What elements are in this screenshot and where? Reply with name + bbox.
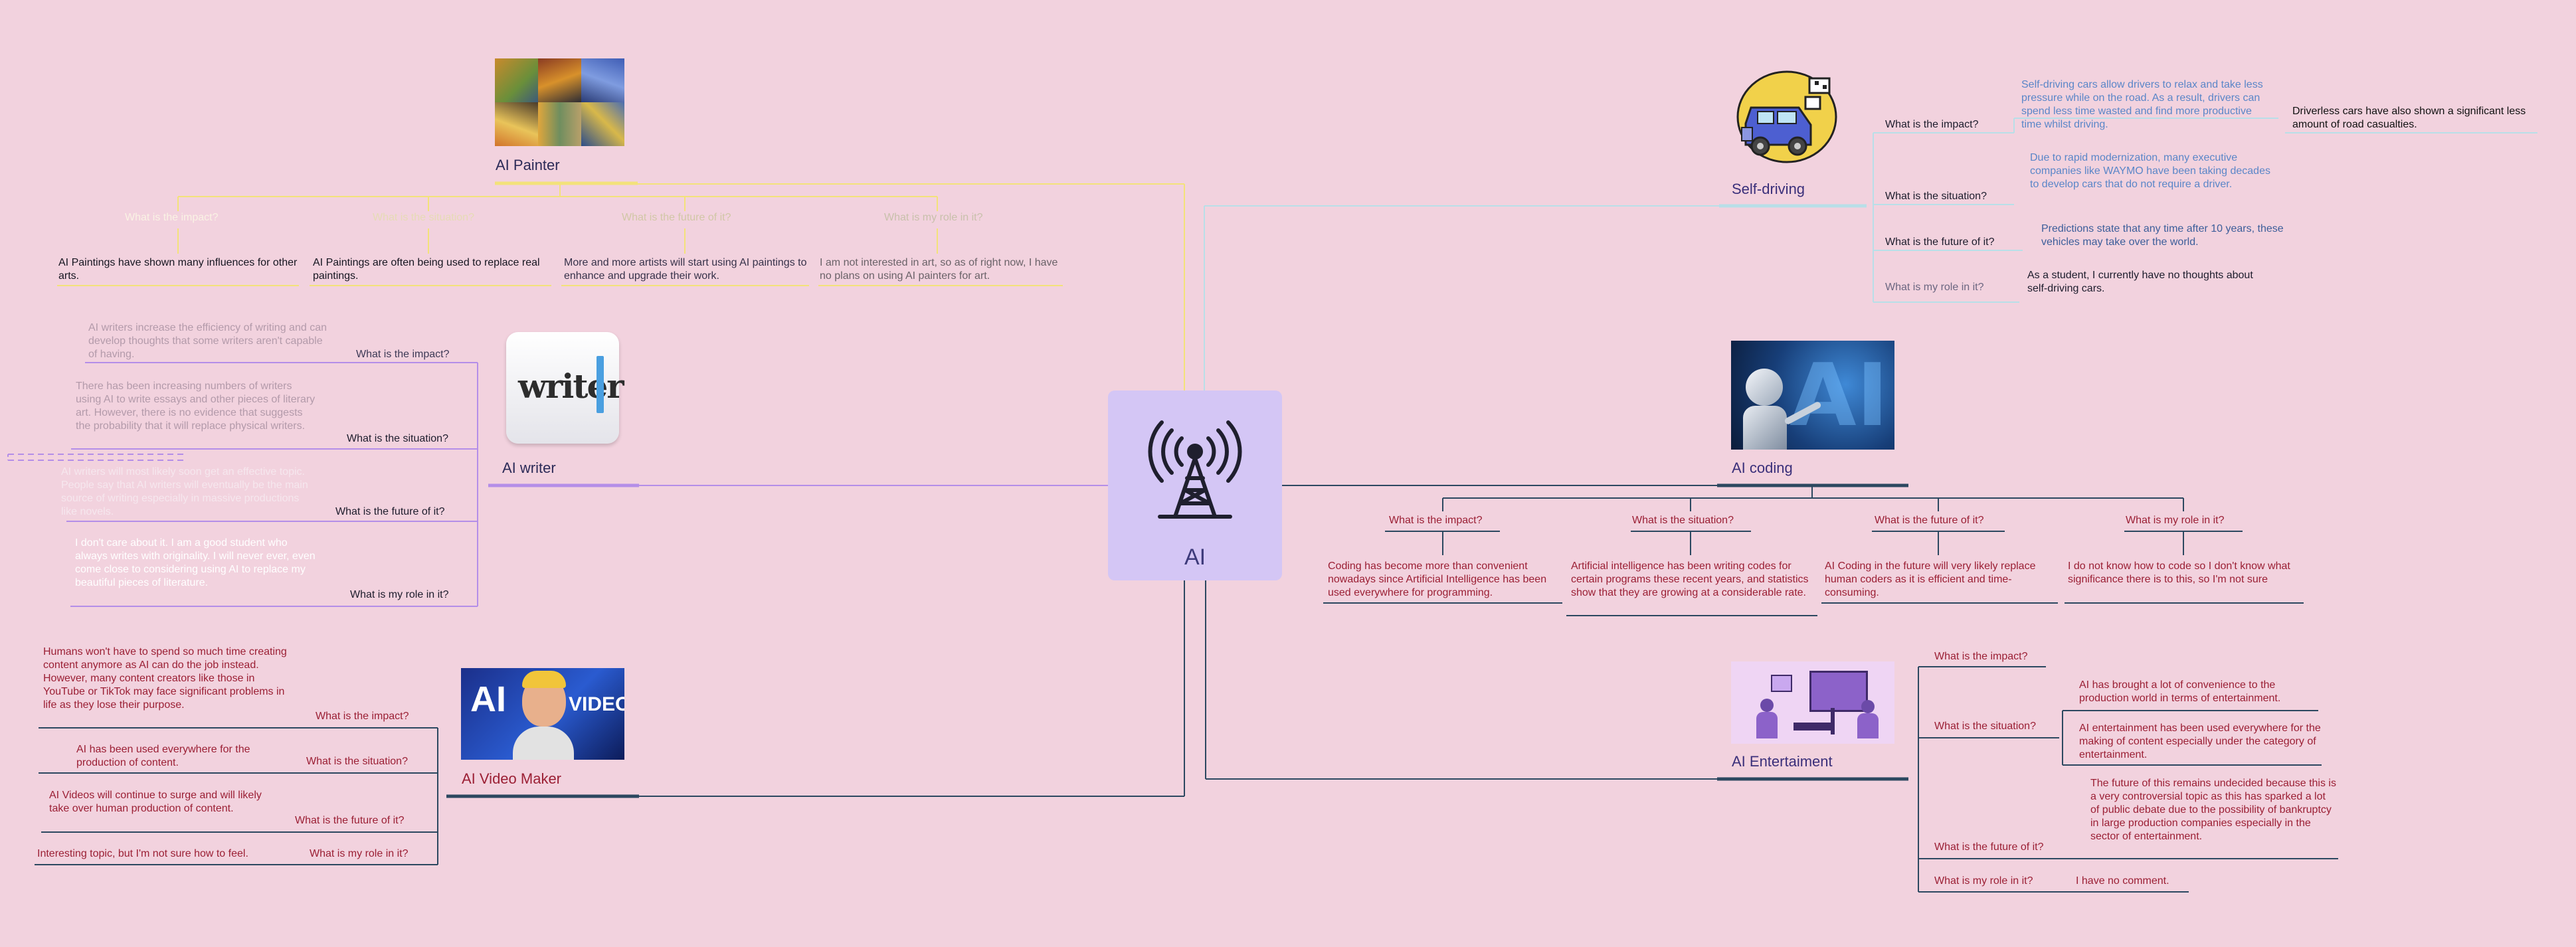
writer-question-situation[interactable]: What is the situation?: [347, 433, 448, 444]
video-maker-thumbnail: AI VIDEO: [461, 668, 624, 760]
entertainment-question-role[interactable]: What is my role in it?: [1934, 875, 2033, 887]
painter-answer-role: I am not interested in art, so as of rig…: [820, 257, 1058, 282]
video-question-future[interactable]: What is the future of it?: [295, 815, 405, 826]
coding-answer-situation: Artificial intelligence has been writing…: [1571, 560, 1809, 598]
coding-question-situation[interactable]: What is the situation?: [1632, 515, 1734, 526]
center-label: AI: [1184, 545, 1206, 570]
entertainment-connectors: [1205, 580, 2338, 893]
thumb-ai-text: AI: [470, 679, 506, 719]
self-driving-connectors: [1204, 118, 2537, 390]
video-answer-role: Interesting topic, but I'm not sure how …: [37, 848, 248, 859]
writer-answer-future: AI writers will most likely soon get an …: [61, 466, 308, 517]
writer-connectors: [7, 362, 1108, 607]
self-driving-answer-role: As a student, I currently have no though…: [2027, 270, 2253, 294]
self-driving-question-future[interactable]: What is the future of it?: [1885, 236, 1995, 248]
entertainment-answer-situation-1: AI has brought a lot of convenience to t…: [2079, 679, 2281, 704]
video-connectors: [35, 580, 1185, 865]
coding-connectors: [1282, 483, 2304, 616]
painter-question-situation[interactable]: What is the situation?: [373, 212, 474, 223]
painter-title[interactable]: AI Painter: [496, 157, 560, 173]
painter-connectors: [57, 181, 1185, 390]
video-answer-impact: Humans won't have to spend so much time …: [43, 646, 287, 711]
painter-answer-situation: AI Paintings are often being used to rep…: [313, 257, 540, 282]
writer-answer-situation: There has been increasing numbers of wri…: [76, 381, 316, 432]
coding-answer-impact: Coding has become more than convenient n…: [1328, 560, 1547, 598]
video-answer-situation: AI has been used everywhere for the prod…: [76, 744, 250, 768]
painting-collage-image: [495, 58, 624, 146]
cursor-bar-icon: [597, 356, 604, 413]
entertainment-question-situation[interactable]: What is the situation?: [1934, 721, 2036, 732]
coding-answer-role: I do not know how to code so I don't kno…: [2068, 560, 2290, 585]
painter-question-impact[interactable]: What is the impact?: [125, 212, 219, 223]
writer-answer-impact: AI writers increase the efficiency of wr…: [88, 322, 327, 360]
creator-face-icon: [522, 671, 566, 727]
writer-question-role[interactable]: What is my role in it?: [350, 589, 449, 600]
self-driving-answer-future: Predictions state that any time after 10…: [2041, 223, 2284, 248]
coding-title[interactable]: AI coding: [1732, 460, 1793, 476]
radio-tower-icon: [1148, 420, 1242, 519]
painter-question-role[interactable]: What is my role in it?: [884, 212, 983, 223]
painter-question-future[interactable]: What is the future of it?: [622, 212, 731, 223]
self-driving-question-impact[interactable]: What is the impact?: [1885, 119, 1979, 130]
writer-title[interactable]: AI writer: [502, 460, 556, 476]
entertainment-title[interactable]: AI Entertaiment: [1732, 753, 1833, 770]
writer-question-future[interactable]: What is the future of it?: [335, 506, 445, 517]
self-driving-question-situation[interactable]: What is the situation?: [1885, 191, 1987, 202]
writer-logo: writer: [506, 332, 624, 444]
entertainment-answer-role: I have no comment.: [2076, 875, 2169, 887]
video-question-role[interactable]: What is my role in it?: [310, 848, 409, 859]
thumb-video-text: VIDEO: [569, 693, 624, 715]
robot-car-icon: [1736, 70, 1837, 163]
coding-question-future[interactable]: What is the future of it?: [1875, 515, 1984, 526]
entertainment-question-future[interactable]: What is the future of it?: [1934, 841, 2044, 853]
coding-ai-glyph-icon: AI: [1790, 345, 1888, 446]
self-driving-answer-impact-extra: Driverless cars have also shown a signif…: [2292, 106, 2526, 130]
video-question-situation[interactable]: What is the situation?: [306, 756, 408, 767]
robot-ai-image: AI: [1731, 341, 1894, 450]
entertainment-question-impact[interactable]: What is the impact?: [1934, 651, 2028, 662]
coding-question-role[interactable]: What is my role in it?: [2126, 515, 2225, 526]
video-answer-future: AI Videos will continue to surge and wil…: [49, 790, 262, 814]
video-question-impact[interactable]: What is the impact?: [316, 711, 409, 722]
writer-question-impact[interactable]: What is the impact?: [356, 349, 450, 360]
self-driving-title[interactable]: Self-driving: [1732, 181, 1805, 197]
self-driving-answer-impact: Self-driving cars allow drivers to relax…: [2021, 79, 2263, 130]
painter-answer-future: More and more artists will start using A…: [564, 257, 807, 282]
center-node[interactable]: AI: [1108, 390, 1282, 580]
coding-answer-future: AI Coding in the future will very likely…: [1825, 560, 2036, 598]
writer-logo-text: writer: [518, 367, 624, 406]
coding-question-impact[interactable]: What is the impact?: [1389, 515, 1483, 526]
entertainment-answer-situation-2: AI entertainment has been used everywher…: [2079, 723, 2321, 760]
self-driving-answer-situation: Due to rapid modernization, many executi…: [2030, 152, 2270, 190]
entertainment-illustration: [1731, 661, 1894, 744]
video-title[interactable]: AI Video Maker: [462, 770, 562, 787]
painter-answer-impact: AI Paintings have shown many influences …: [58, 257, 298, 282]
entertainment-answer-future: The future of this remains undecided bec…: [2090, 778, 2336, 842]
self-driving-question-role[interactable]: What is my role in it?: [1885, 282, 1984, 293]
writer-answer-role: I don't care about it. I am a good stude…: [75, 537, 316, 588]
